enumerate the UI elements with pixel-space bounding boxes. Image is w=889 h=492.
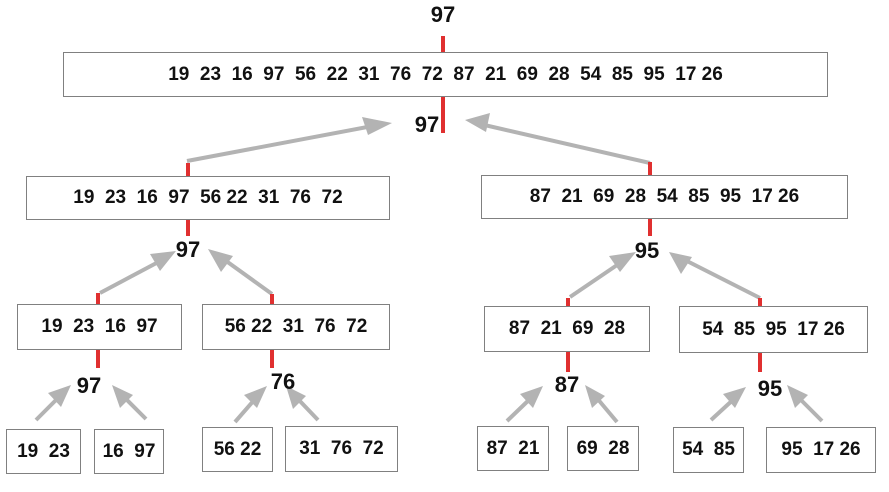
array-box-leaf-8: 95 17 26 <box>766 427 876 473</box>
arrowhead <box>585 385 605 408</box>
arrowhead <box>520 386 543 408</box>
array-values: 54 85 95 17 26 <box>702 318 845 340</box>
arrow-b-to-left <box>220 256 274 296</box>
array-box-level2-a: 19 23 16 97 <box>17 304 182 350</box>
array-values: 19 23 16 97 56 22 31 76 72 87 21 69 28 5… <box>168 63 723 85</box>
arrowhead <box>244 386 267 408</box>
arrow-leaf6 <box>594 395 619 424</box>
arrowhead <box>112 385 133 408</box>
root-result-label: 97 <box>430 2 456 27</box>
array-box-leaf-5: 87 21 <box>477 426 549 471</box>
array-values: 87 21 69 28 54 85 95 17 26 <box>529 186 800 207</box>
array-box-leaf-3: 56 22 <box>202 427 273 472</box>
array-values: 56 22 <box>213 438 262 460</box>
array-box-leaf-4: 31 76 72 <box>285 426 398 472</box>
array-box-leaf-1: 19 23 <box>6 429 81 474</box>
array-values: 87 21 69 28 <box>508 318 626 339</box>
array-box-leaf-6: 69 28 <box>567 426 639 471</box>
array-values: 19 23 16 97 <box>41 316 158 337</box>
arrow-leaf4 <box>295 396 320 422</box>
array-box-leaf-2: 16 97 <box>94 429 164 474</box>
level2-d-result-label: 95 <box>757 376 783 401</box>
array-box-level1-left: 19 23 16 97 56 22 31 76 72 <box>26 176 390 220</box>
array-values: 87 21 <box>486 437 540 459</box>
array-values: 69 28 <box>576 437 630 459</box>
level1-right-result-label: 95 <box>634 238 660 263</box>
level0-result-label: 97 <box>414 112 440 137</box>
level2-c-result-label: 87 <box>554 372 580 397</box>
array-values: 16 97 <box>102 440 156 462</box>
arrowhead <box>208 249 233 272</box>
arrowhead <box>787 385 808 408</box>
arrowhead <box>609 252 636 272</box>
array-box-level2-c: 87 21 69 28 <box>484 306 650 352</box>
arrow-c-to-right <box>568 259 625 299</box>
arrow-d-to-right <box>682 257 761 300</box>
arrowhead <box>465 113 490 132</box>
level2-b-result-label: 76 <box>270 369 296 394</box>
arrow-right-to-root <box>479 122 651 165</box>
level2-a-result-label: 97 <box>76 373 102 398</box>
level1-left-result-label: 97 <box>175 237 201 262</box>
array-values: 54 85 <box>682 439 735 460</box>
array-box-level2-d: 54 85 95 17 26 <box>679 306 868 353</box>
arrowhead <box>669 252 692 274</box>
arrowhead <box>723 387 746 408</box>
arrowhead <box>48 385 71 407</box>
array-box-level0: 19 23 16 97 56 22 31 76 72 87 21 69 28 5… <box>63 52 828 97</box>
array-box-level1-right: 87 21 69 28 54 85 95 17 26 <box>481 175 848 219</box>
array-values: 31 76 72 <box>299 438 384 459</box>
array-values: 19 23 16 97 56 22 31 76 72 <box>73 187 343 208</box>
arrow-left-to-root <box>186 123 379 163</box>
arrowhead <box>286 386 306 409</box>
arrowhead <box>362 117 392 135</box>
array-box-level2-b: 56 22 31 76 72 <box>202 304 390 350</box>
arrow-a-to-left <box>99 257 165 295</box>
array-values: 56 22 31 76 72 <box>224 316 368 337</box>
arrowhead <box>150 251 176 271</box>
array-box-leaf-7: 54 85 <box>673 427 744 473</box>
array-values: 95 17 26 <box>781 439 861 460</box>
array-values: 19 23 <box>17 440 70 462</box>
